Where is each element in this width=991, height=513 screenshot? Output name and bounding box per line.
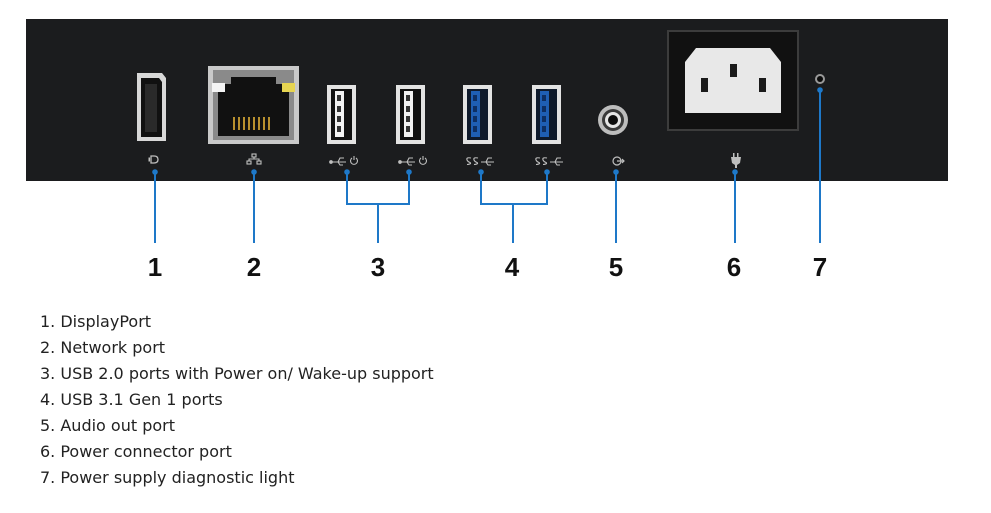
callout-dot-4b (544, 169, 550, 175)
legend-item-network: 2. Network port (40, 338, 166, 357)
port-legend: 1. DisplayPort 2. Network port 3. USB 2.… (40, 309, 434, 491)
usb2-port-left (327, 85, 356, 144)
legend-item-power-connector: 6. Power connector port (40, 442, 232, 461)
callout-number-1: 1 (147, 252, 163, 282)
displayport-icon (148, 155, 159, 164)
usb-ss-icon (535, 157, 563, 166)
callout-number-2: 2 (246, 252, 262, 282)
displayport-port (137, 73, 166, 141)
legend-item-diagnostic-light: 7. Power supply diagnostic light (40, 468, 295, 487)
callout-bracket-3 (346, 172, 410, 243)
network-icon (246, 153, 262, 165)
callout-number-5: 5 (608, 252, 624, 282)
callout-dot-3b (406, 169, 412, 175)
legend-item-usb3: 4. USB 3.1 Gen 1 ports (40, 390, 223, 409)
diagnostic-light (815, 74, 825, 84)
usb3-port-left (463, 85, 492, 144)
legend-item-usb2: 3. USB 2.0 ports with Power on/ Wake-up … (40, 364, 434, 383)
callout-dot-3a (344, 169, 350, 175)
audio-out-port (598, 105, 628, 135)
network-port (208, 66, 299, 144)
usb-power-icon (329, 156, 359, 166)
usb3-port-right (532, 85, 561, 144)
callout-dot-4a (478, 169, 484, 175)
usb-ss-icon (466, 157, 494, 166)
callout-dot-2 (251, 169, 257, 175)
callout-lines (152, 87, 823, 243)
callout-bracket-4 (480, 172, 548, 243)
power-plug-icon (731, 153, 741, 168)
callout-dot-6 (732, 169, 738, 175)
callout-dot-7 (817, 87, 823, 93)
callout-number-6: 6 (726, 252, 742, 282)
callout-number-3: 3 (370, 252, 386, 282)
callout-number-4: 4 (504, 252, 520, 282)
usb2-port-right (396, 85, 425, 144)
legend-item-displayport: 1. DisplayPort (40, 312, 152, 331)
usb-power-icon (398, 156, 428, 166)
callout-dot-1 (152, 169, 158, 175)
power-connector-port (667, 30, 799, 131)
legend-item-audio: 5. Audio out port (40, 416, 175, 435)
callout-dot-5 (613, 169, 619, 175)
audio-out-icon (612, 156, 625, 166)
callout-number-7: 7 (812, 252, 828, 282)
rear-panel-diagram (26, 19, 948, 243)
